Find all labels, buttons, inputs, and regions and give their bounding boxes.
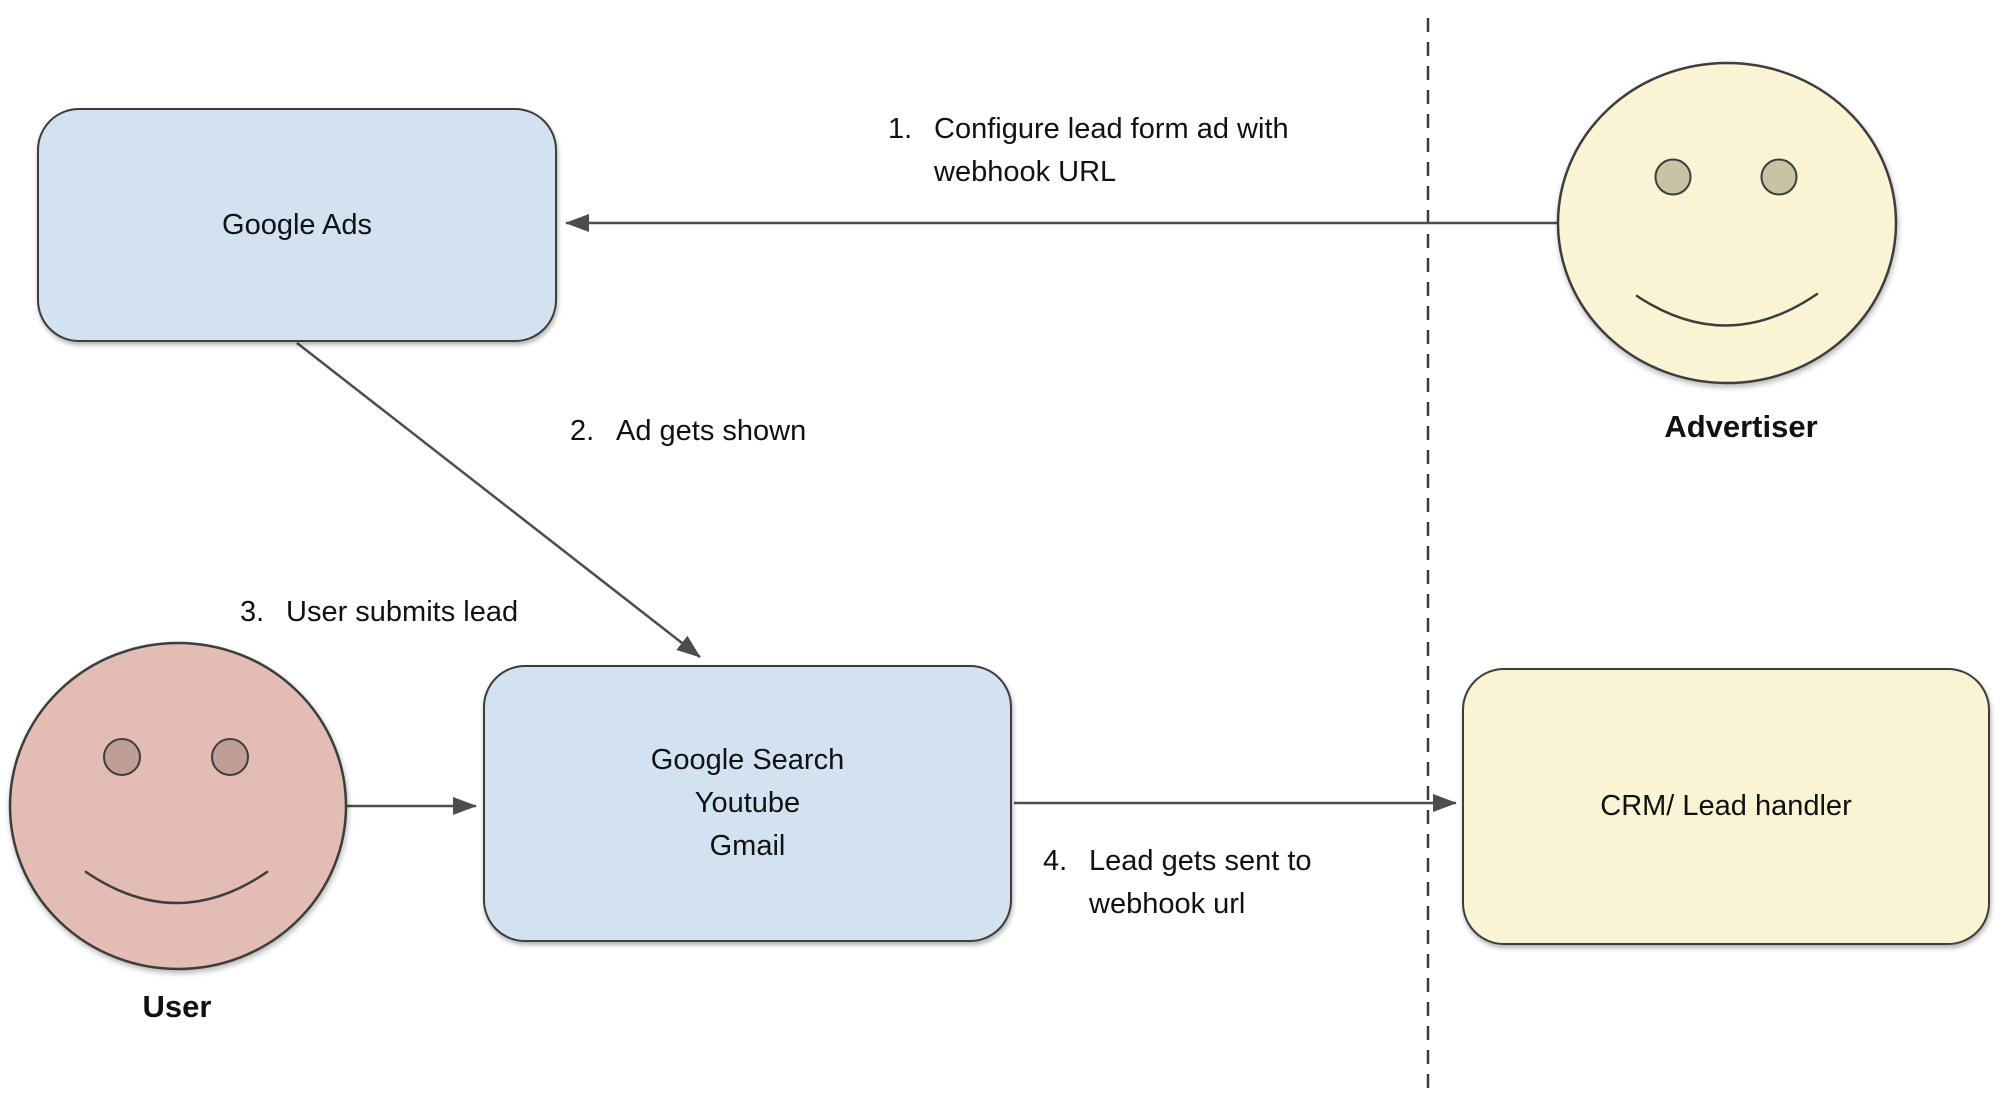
step-4-line2: webhook url — [1089, 888, 1246, 920]
google-ads-node: Google Ads — [37, 108, 557, 342]
google-surfaces-label-line2: Youtube — [694, 787, 801, 819]
step-1-line2: webhook URL — [934, 156, 1117, 188]
crm-node: CRM/ Lead handler — [1462, 668, 1990, 945]
user-eye-right — [211, 738, 249, 776]
advertiser-smile — [1635, 292, 1819, 327]
step-1-number: 1. — [888, 113, 913, 145]
step-2-number: 2. — [570, 415, 595, 447]
step-4-number: 4. — [1043, 845, 1068, 877]
step-4-line1: Lead gets sent to — [1089, 845, 1312, 877]
step-1-text: Configure lead form ad with webhook URL — [934, 108, 1289, 194]
advertiser-label: Advertiser — [1664, 409, 1818, 444]
google-surfaces-node: Google Search Youtube Gmail — [483, 665, 1012, 942]
step-2-annotation: 2. Ad gets shown — [570, 410, 806, 453]
google-surfaces-label-line3: Gmail — [709, 830, 786, 862]
user-eye-left — [103, 738, 141, 776]
step-1-line1: Configure lead form ad with — [934, 113, 1289, 145]
user-smile — [84, 870, 269, 905]
step-4-annotation: 4. Lead gets sent to webhook url — [1043, 840, 1312, 926]
advertiser-eye-left — [1654, 158, 1692, 196]
step-3-annotation: 3. User submits lead — [240, 591, 518, 634]
advertiser-eye-right — [1760, 158, 1798, 196]
step-2-line1: Ad gets shown — [616, 415, 807, 447]
step-3-line1: User submits lead — [286, 596, 519, 628]
step-2-text: Ad gets shown — [616, 410, 806, 453]
crm-label: CRM/ Lead handler — [1600, 790, 1852, 822]
arrow-google-ads-to-surfaces — [296, 342, 701, 658]
step-4-text: Lead gets sent to webhook url — [1089, 840, 1312, 926]
step-1-annotation: 1. Configure lead form ad with webhook U… — [888, 108, 1289, 194]
user-face-icon — [8, 641, 348, 971]
google-ads-label: Google Ads — [222, 208, 372, 241]
google-surfaces-label-line1: Google Search — [650, 744, 845, 776]
advertiser-face-icon — [1556, 61, 1898, 385]
step-3-text: User submits lead — [286, 591, 518, 634]
user-label: User — [142, 989, 212, 1024]
step-3-number: 3. — [240, 596, 265, 628]
